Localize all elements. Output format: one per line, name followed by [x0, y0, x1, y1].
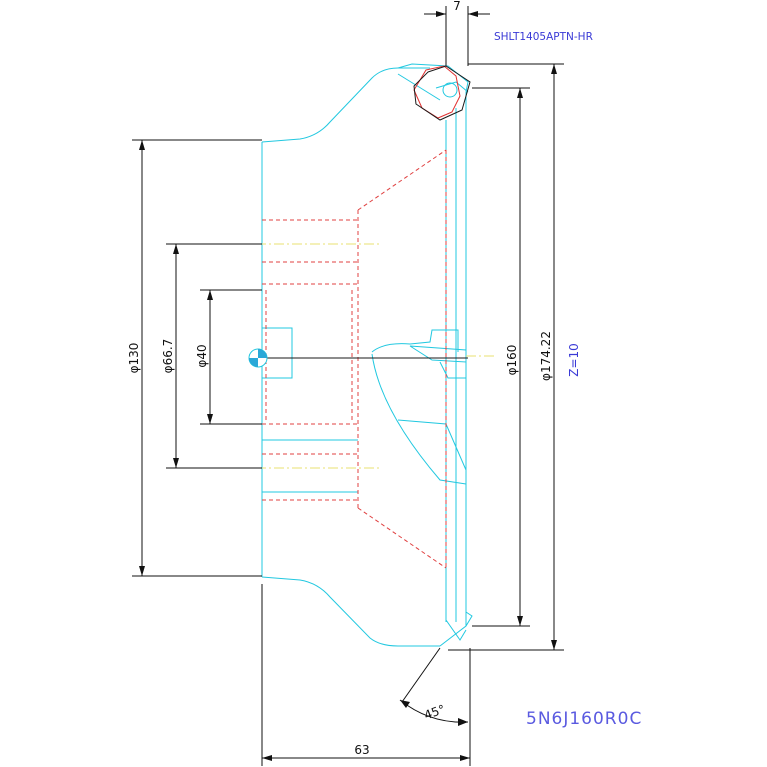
center-mark-icon [248, 348, 268, 368]
part-number-label: 5N6J160R0C [526, 709, 642, 729]
dimension-hub-diameter: φ66.7 [161, 243, 262, 469]
dimension-bore-diameter: φ40 [195, 289, 262, 425]
cutter-body-outline [261, 63, 473, 647]
dimension-hub-diameter-label: φ66.7 [161, 339, 175, 374]
dimension-body-diameter: φ130 [127, 139, 262, 577]
dimension-bore-diameter-label: φ40 [195, 344, 209, 367]
dimension-width-top-label: 7 [453, 0, 461, 13]
hidden-lines [262, 149, 447, 569]
insert-shape [413, 65, 471, 121]
dimension-angle-label: 45° [422, 702, 447, 722]
dimension-width-total: 63 [261, 584, 471, 766]
dimension-angle: 45° [399, 647, 471, 730]
dimension-width-total-label: 63 [354, 743, 369, 757]
tool-code-label: SHLT1405APTN-HR [494, 31, 593, 43]
teeth-count-label: Z=10 [567, 343, 581, 377]
dimension-cut-diameter-label: φ160 [505, 345, 519, 376]
dimension-cut-diameter: φ160 [472, 87, 530, 627]
dimension-outer-diameter-label: φ174.22 [539, 331, 553, 381]
dimension-width-top: 7 [424, 0, 490, 66]
dimension-outer-diameter: φ174.22 [448, 63, 564, 651]
dimension-body-diameter-label: φ130 [127, 343, 141, 374]
